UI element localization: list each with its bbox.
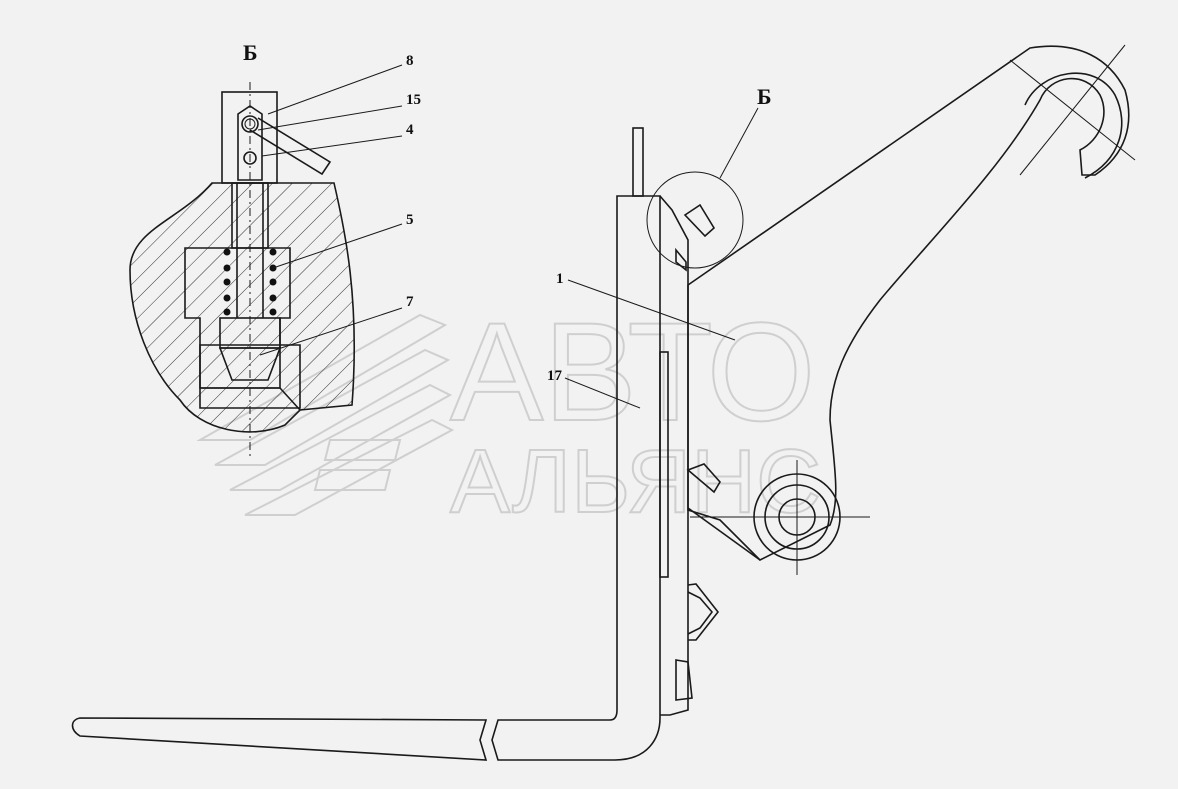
fork-shank bbox=[491, 195, 661, 761]
slot-17 bbox=[659, 351, 669, 578]
part-number-5: 5 bbox=[406, 212, 414, 228]
part-number-15: 15 bbox=[406, 92, 421, 108]
main-view-fork: Б 1 17 bbox=[71, 44, 1136, 761]
hook-eye bbox=[1009, 44, 1136, 179]
part-number-17: 17 bbox=[547, 368, 563, 384]
catch bbox=[675, 247, 687, 272]
latch-bracket bbox=[686, 463, 721, 494]
housing-section bbox=[129, 182, 356, 433]
top-rod bbox=[632, 127, 644, 197]
spring bbox=[223, 248, 277, 316]
pin-top bbox=[221, 91, 332, 318]
lower-clip bbox=[687, 583, 720, 641]
detail-view-label: Б bbox=[243, 40, 258, 65]
watermark-logo: АВТО АЛЬЯНС bbox=[196, 292, 822, 533]
part-number-4: 4 bbox=[406, 122, 414, 138]
detail-view-b: Б 8 15 4 5 7 bbox=[129, 40, 421, 460]
callout-label: Б bbox=[757, 84, 772, 109]
hook-arm bbox=[687, 45, 1130, 561]
bottom-hook bbox=[675, 659, 693, 701]
fork-tine bbox=[71, 717, 488, 761]
part-number-7: 7 bbox=[406, 294, 414, 310]
callout-circle bbox=[646, 171, 744, 269]
part-number-8: 8 bbox=[406, 53, 414, 69]
watermark-emblem bbox=[196, 313, 455, 516]
watermark-line2: АЛЬЯНС bbox=[450, 432, 821, 532]
leader-lines bbox=[257, 64, 403, 356]
watermark-line1: АВТО bbox=[450, 293, 816, 450]
latch-handle bbox=[683, 203, 716, 238]
part-number-1: 1 bbox=[556, 271, 564, 287]
pivot-joint bbox=[687, 460, 870, 575]
